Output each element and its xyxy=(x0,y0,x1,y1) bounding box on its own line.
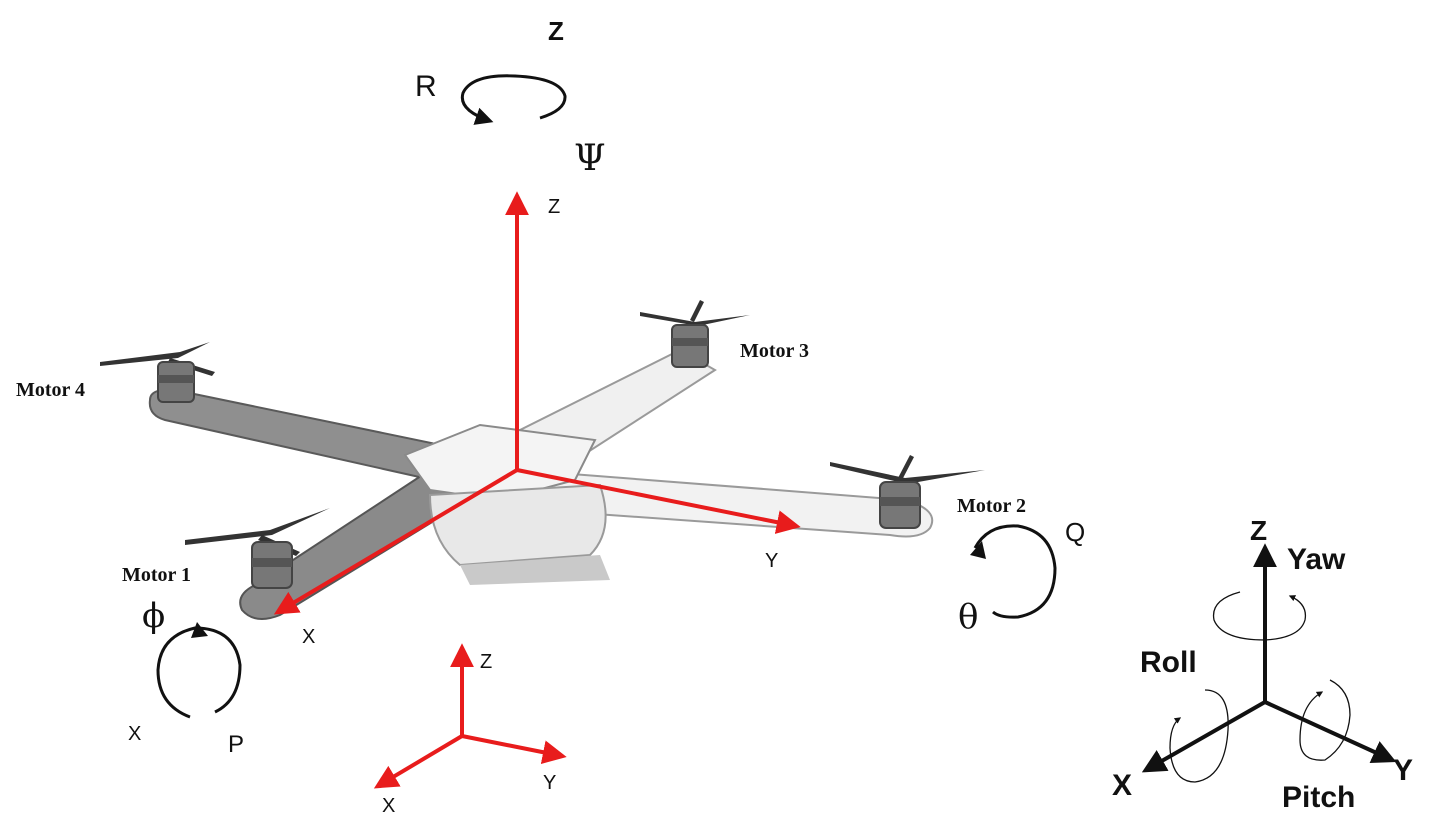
roll-phi-label: ϕ xyxy=(142,596,165,636)
motor-2-assembly xyxy=(830,455,985,529)
legend-pitch-label: Pitch xyxy=(1282,781,1355,814)
inertial-z-label: Z xyxy=(480,651,492,673)
legend-roll-label: Roll xyxy=(1140,646,1197,679)
legend-roll-loop xyxy=(1169,689,1229,783)
quadcopter-frame xyxy=(148,348,934,620)
motor-2-label: Motor 2 xyxy=(957,495,1026,517)
legend-x-label: X xyxy=(1112,769,1132,802)
yaw-rotation-arrow xyxy=(460,74,567,125)
body-axes xyxy=(273,191,801,615)
legend-z-label: Z xyxy=(1250,515,1267,546)
inertial-y-label: Y xyxy=(543,772,556,794)
legend-yaw-loop xyxy=(1212,591,1307,641)
legend-y-axis xyxy=(1264,700,1397,763)
inertial-x-label: X xyxy=(382,795,395,817)
motor-4-assembly xyxy=(100,342,215,403)
body-x-axis xyxy=(273,468,519,615)
body-x-label: X xyxy=(302,626,315,648)
legend-pitch-loop xyxy=(1299,679,1351,761)
body-y-label: Y xyxy=(765,550,778,572)
inertial-y-axis xyxy=(461,734,567,765)
top-r-label: R xyxy=(415,70,437,103)
roll-p-label: P xyxy=(228,731,244,758)
top-psi-label: Ψ xyxy=(574,138,606,179)
roll-rotation-arrow xyxy=(156,622,242,719)
motor-1-assembly xyxy=(185,508,330,589)
arm-motor1 xyxy=(239,468,462,620)
body-shadow xyxy=(460,555,610,585)
pitch-theta-label: θ xyxy=(958,597,978,637)
legend-x-axis xyxy=(1141,700,1266,773)
motor-3-label: Motor 3 xyxy=(740,340,809,362)
motor-4-label: Motor 4 xyxy=(16,379,85,401)
body-y-axis xyxy=(516,468,801,534)
legend-axes xyxy=(1141,543,1397,773)
top-z-label: Z xyxy=(548,16,564,46)
motor-3-assembly xyxy=(640,300,750,368)
pitch-rotation-arrow xyxy=(970,524,1057,619)
roll-x-label: X xyxy=(128,723,141,745)
motor-1-label: Motor 1 xyxy=(122,564,191,586)
legend-y-label: Y xyxy=(1393,754,1413,787)
inertial-axes xyxy=(373,643,567,789)
body-z-label: Z xyxy=(548,196,560,218)
legend-yaw-label: Yaw xyxy=(1287,543,1346,576)
under-body xyxy=(428,483,607,567)
inertial-x-axis xyxy=(373,734,464,789)
pitch-q-label: Q xyxy=(1065,517,1085,547)
